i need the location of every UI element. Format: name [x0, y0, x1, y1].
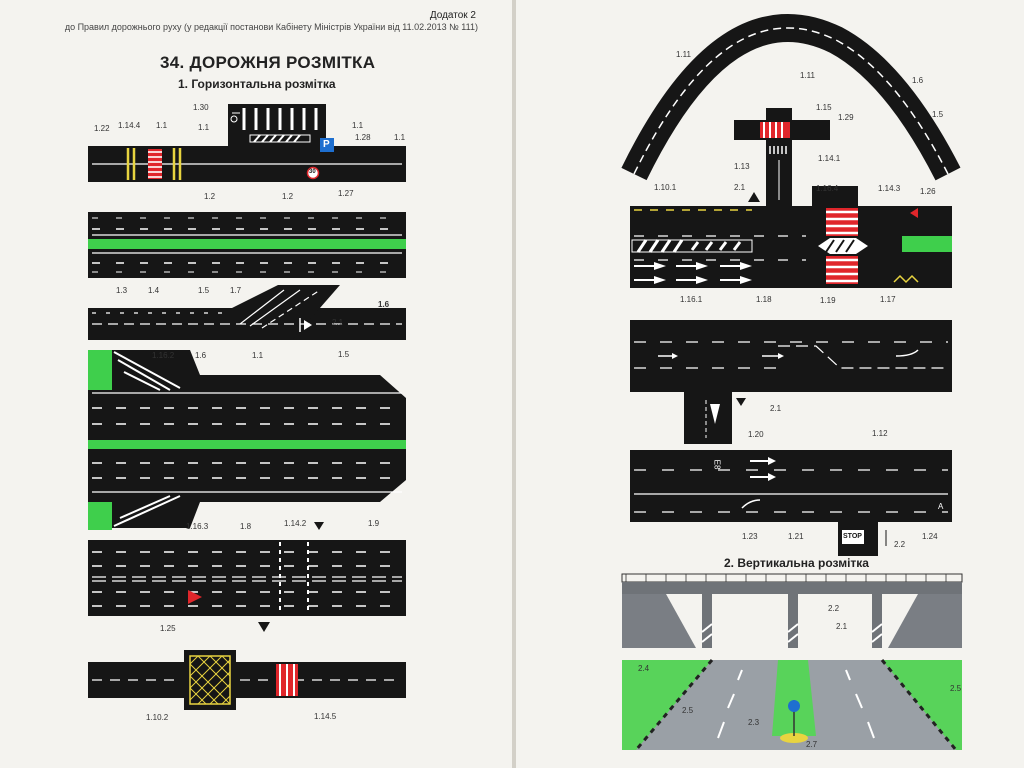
label-1-10-2: 1.10.2: [146, 713, 169, 722]
label-r-1-12: 1.12: [872, 429, 888, 438]
label-1-9: 1.9: [368, 519, 380, 528]
label-1-30: 1.30: [193, 103, 209, 112]
label-r-1-19: 1.19: [820, 296, 836, 305]
label-r-1-6: 1.6: [912, 76, 924, 85]
label-1-16-3: 1.16.3: [186, 522, 209, 531]
label-1-6-b: 1.6: [195, 351, 207, 360]
parking-sign-text: P: [323, 139, 330, 150]
label-1-2-b: 1.2: [282, 192, 294, 201]
diagram-intersection: [630, 186, 952, 288]
speed-sign-text: 30: [309, 169, 316, 175]
subsection-horizontal: 1. Горизонтальна розмітка: [178, 77, 336, 91]
diagram-arc-road: [621, 13, 961, 181]
label-r-2-7: 2.7: [806, 740, 818, 749]
label-2-1-a: 2.1: [332, 318, 344, 327]
label-r-2-1-c: 2.1: [836, 622, 848, 631]
appendix-reference: до Правил дорожнього руху (у редакції по…: [64, 22, 478, 32]
label-r-1-14-3: 1.14.3: [878, 184, 901, 193]
diagram-row-4: [88, 350, 406, 530]
label-r-1-11-a: 1.11: [676, 50, 691, 59]
appendix-label: Додаток 2: [429, 10, 476, 21]
stop-sign-text: STOP: [843, 533, 862, 540]
label-r-2-4: 2.4: [638, 664, 650, 673]
label-r-1-10-1: 1.10.1: [654, 183, 677, 192]
label-1-22: 1.22: [94, 124, 110, 133]
label-1-1-d: 1.1: [394, 133, 406, 142]
label-1-1-c: 1.1: [352, 121, 364, 130]
label-1-3: 1.3: [116, 286, 128, 295]
label-1-16-2: 1.16.2: [152, 351, 175, 360]
label-1-8: 1.8: [240, 522, 252, 531]
label-r-2-1-b: 2.1: [770, 404, 782, 413]
diagram-small-crossing: [734, 108, 830, 206]
label-r-2-1-a: 2.1: [734, 183, 746, 192]
diagram-route-road: [630, 450, 952, 556]
left-page: Додаток 2 до Правил дорожнього руху (у р…: [0, 0, 512, 768]
label-1-14-5: 1.14.5: [314, 712, 337, 721]
label-1-1-e: 1.1: [252, 351, 264, 360]
bus-lane-text: A: [938, 502, 944, 511]
label-1-7: 1.7: [230, 286, 242, 295]
label-r-1-26: 1.26: [920, 187, 936, 196]
label-1-27: 1.27: [338, 189, 354, 198]
subsection-vertical: 2. Вертикальна розмітка: [724, 556, 869, 570]
label-1-5-b: 1.5: [338, 350, 350, 359]
diagram-row-6: [88, 650, 406, 710]
section-title: 34. ДОРОЖНЯ РОЗМІТКА: [160, 53, 376, 72]
label-r-2-5-a: 2.5: [950, 684, 962, 693]
diagram-bridge: [621, 573, 963, 648]
diagram-perspective-road: [622, 659, 962, 751]
horizontal-marking-diagrams: [88, 104, 406, 710]
label-r-2-2-a: 2.2: [894, 540, 906, 549]
label-r-1-20: 1.20: [748, 430, 764, 439]
label-r-2-3: 2.3: [748, 718, 760, 727]
label-r-1-13: 1.13: [734, 162, 750, 171]
label-r-1-15: 1.15: [816, 103, 832, 112]
right-page: 2. Вертикальна розмітка 1.11 1.11 1.6 1.…: [516, 0, 1024, 768]
label-r-1-17: 1.17: [880, 295, 896, 304]
label-1-5-a: 1.5: [198, 286, 210, 295]
label-1-1-a: 1.1: [156, 121, 168, 130]
label-r-1-16-1: 1.16.1: [680, 295, 703, 304]
label-r-1-14-1: 1.14.1: [818, 154, 841, 163]
diagram-row-3: [88, 285, 406, 340]
label-r-1-11-b: 1.11: [800, 71, 815, 80]
label-1-28: 1.28: [355, 133, 371, 142]
label-1-2-a: 1.2: [204, 192, 216, 201]
label-r-1-16-4: 1.16.4: [816, 184, 839, 193]
label-r-1-29: 1.29: [838, 113, 854, 122]
label-r-1-18: 1.18: [756, 295, 772, 304]
diagram-lane-change: [630, 320, 952, 444]
label-r-1-21: 1.21: [788, 532, 804, 541]
diagram-row-5: [88, 522, 406, 632]
route-code-text: Е8: [712, 459, 722, 470]
label-1-4: 1.4: [148, 286, 160, 295]
label-r-1-23: 1.23: [742, 532, 758, 541]
page-gutter: [512, 0, 516, 768]
right-marking-diagrams: [621, 13, 963, 751]
label-1-14-2: 1.14.2: [284, 519, 307, 528]
label-r-2-5-b: 2.5: [682, 706, 694, 715]
label-1-25: 1.25: [160, 624, 176, 633]
label-1-6-a: 1.6: [378, 300, 390, 309]
diagram-row-1: [88, 104, 406, 182]
label-r-2-2-b: 2.2: [828, 604, 840, 613]
diagram-row-2: [88, 212, 406, 278]
label-r-1-5: 1.5: [932, 110, 944, 119]
label-r-1-24: 1.24: [922, 532, 938, 541]
label-1-1-b: 1.1: [198, 123, 210, 132]
label-1-14-4: 1.14.4: [118, 121, 141, 130]
